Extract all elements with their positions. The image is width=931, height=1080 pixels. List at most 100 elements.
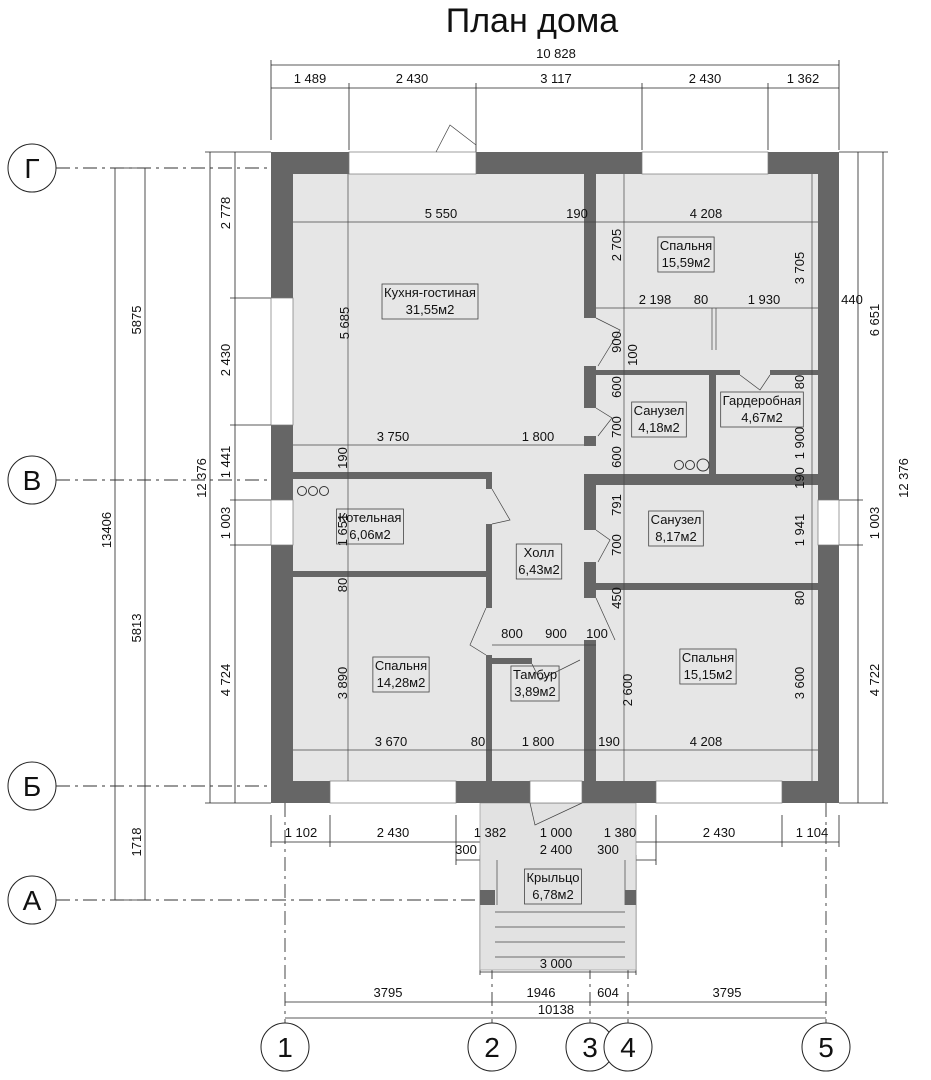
dimension-label: 900 — [609, 331, 624, 353]
dimension-label: 2 430 — [396, 71, 429, 86]
dimension-label: 100 — [586, 626, 608, 641]
dimension-label: 80 — [792, 375, 807, 389]
room-label: Тамбур 3,89м2 — [510, 665, 560, 702]
room-name: Холл — [524, 545, 555, 560]
room-area: 15,15м2 — [684, 667, 733, 682]
dimension-label: 1 362 — [787, 71, 820, 86]
plan-title: План дома — [446, 2, 619, 40]
dimension-label: 3 670 — [375, 734, 408, 749]
dimension-label: 12 376 — [896, 458, 911, 498]
dimension-label: 190 — [792, 467, 807, 489]
room-area: 8,17м2 — [655, 529, 696, 544]
dimension-label: 2 600 — [620, 674, 635, 707]
dimension-label: 2 778 — [218, 197, 233, 230]
room-labels: Кухня-гостиная31,55м2Спальня15,59м2Сануз… — [336, 236, 804, 905]
room-label-box — [648, 510, 704, 547]
dimension-label: 80 — [792, 591, 807, 605]
dimension-label: 450 — [609, 587, 624, 609]
dimension-label: 3 750 — [377, 429, 410, 444]
dimension-label: 1 003 — [867, 507, 882, 540]
dimension-label: 791 — [609, 494, 624, 516]
dimension-label: 1 441 — [218, 446, 233, 479]
room-label-box — [524, 868, 582, 905]
room-label: Спальня 15,59м2 — [657, 236, 715, 273]
dimension-label: 1 800 — [522, 429, 555, 444]
room-label-box — [657, 236, 715, 273]
axis-col-4: 4 — [620, 1032, 636, 1063]
dimension-label: 190 — [598, 734, 620, 749]
room-area: 15,59м2 — [662, 255, 711, 270]
dimension-label: 3 117 — [540, 71, 572, 86]
dimension-label: 3 705 — [792, 252, 807, 285]
dimension-label: 1 003 — [218, 507, 233, 540]
dimension-label: 3 600 — [792, 667, 807, 700]
dimension-label: 2 430 — [689, 71, 722, 86]
dimension-label: 700 — [609, 416, 624, 438]
dimension-label: 2 400 — [540, 842, 573, 857]
room-name: Тамбур — [513, 667, 557, 682]
dimension-label: 1 104 — [796, 825, 829, 840]
room-name: Крыльцо — [526, 870, 579, 885]
axis-row-b: Б — [23, 771, 41, 802]
axis-row-v: В — [23, 465, 42, 496]
dimension-label: 1718 — [129, 828, 144, 857]
room-label-box — [510, 665, 560, 702]
room-name: Котельная — [339, 510, 402, 525]
dimension-label: 600 — [609, 376, 624, 398]
dimension-label: 300 — [597, 842, 619, 857]
dimension-label: 4 722 — [867, 664, 882, 697]
dimension-label: 5875 — [129, 306, 144, 335]
dimension-label: 4 724 — [218, 664, 233, 697]
room-area: 6,78м2 — [532, 887, 573, 902]
dimension-label: 190 — [335, 447, 350, 469]
dimension-label: 1 651 — [335, 514, 350, 547]
room-label-box — [720, 391, 804, 428]
room-label-box — [336, 508, 404, 545]
dimension-label: 600 — [609, 446, 624, 468]
axis-col-5: 5 — [818, 1032, 834, 1063]
dimension-label: 80 — [694, 292, 708, 307]
dimension-label: 2 430 — [218, 344, 233, 377]
axis-row-a: А — [23, 885, 42, 916]
room-area: 3,89м2 — [514, 684, 555, 699]
room-area: 4,18м2 — [638, 420, 679, 435]
dimension-label: 190 — [566, 206, 588, 221]
room-name: Спальня — [375, 658, 427, 673]
dimension-label: 10138 — [538, 1002, 574, 1017]
dimension-label: 4 208 — [690, 734, 723, 749]
room-label: Холл 6,43м2 — [515, 543, 563, 580]
dimension-label: 10 828 — [536, 46, 576, 61]
dimension-label: 1 000 — [540, 825, 573, 840]
room-label: Кухня-гостиная 31,55м2 — [381, 283, 479, 320]
dimension-label: 1 900 — [792, 427, 807, 460]
dimension-label: 2 705 — [609, 229, 624, 262]
dimension-label: 1 800 — [522, 734, 555, 749]
room-label-box — [372, 656, 430, 693]
dimension-label: 80 — [471, 734, 485, 749]
dimension-label: 1 930 — [748, 292, 781, 307]
room-area: 6,43м2 — [518, 562, 559, 577]
dimension-label: 2 198 — [639, 292, 672, 307]
building — [270, 124, 840, 971]
dimension-label: 6 651 — [867, 304, 882, 337]
axis-col-3: 3 — [582, 1032, 598, 1063]
dimension-label: 1 382 — [474, 825, 507, 840]
dimension-label: 1 380 — [604, 825, 637, 840]
room-name: Кухня-гостиная — [384, 285, 476, 300]
room-name: Спальня — [660, 238, 712, 253]
room-label-box — [381, 283, 479, 320]
dimension-label: 1 102 — [285, 825, 318, 840]
dimension-label: 2 430 — [703, 825, 736, 840]
room-area: 31,55м2 — [406, 302, 455, 317]
dimension-label: 2 430 — [377, 825, 410, 840]
room-label: Крыльцо 6,78м2 — [524, 868, 582, 905]
dimension-label: 12 376 — [194, 458, 209, 498]
dimension-label: 700 — [609, 534, 624, 556]
